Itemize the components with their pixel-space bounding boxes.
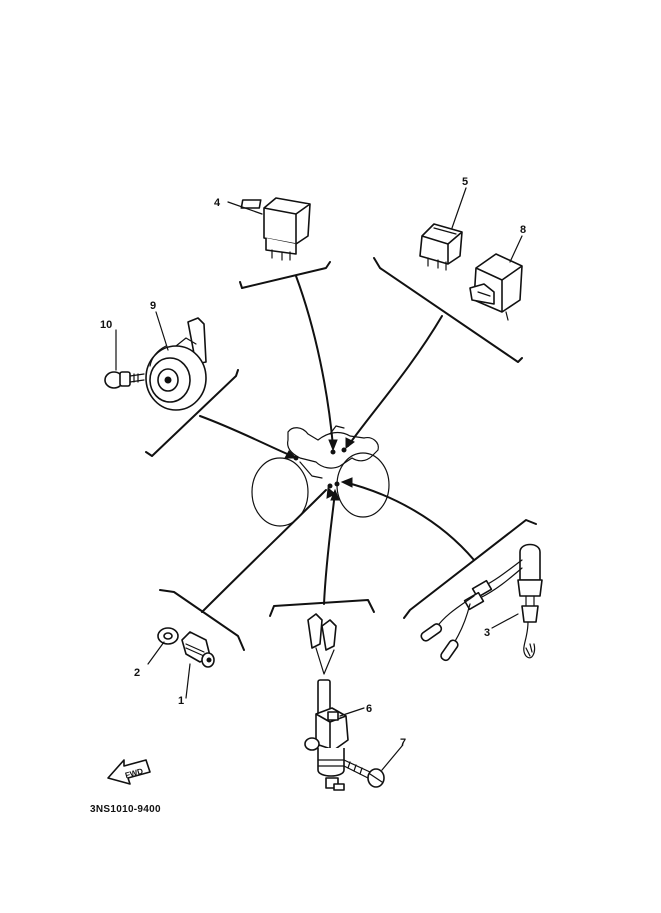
washer-part-2[interactable] — [157, 627, 179, 645]
diagram-code: 3NS1010-9400 — [90, 804, 161, 815]
callout-1: 1 — [178, 695, 184, 707]
switch-part-1[interactable] — [181, 631, 215, 668]
screw-part-7[interactable] — [343, 759, 385, 788]
callout-7: 7 — [400, 737, 406, 749]
relay-part-4[interactable] — [240, 197, 311, 261]
sensor-part-3[interactable] — [420, 543, 543, 662]
callout-4: 4 — [214, 197, 221, 209]
connection-points — [293, 447, 347, 489]
forward-arrow-icon: FWD — [107, 759, 151, 785]
callout-leaders — [115, 187, 523, 771]
callout-5: 5 — [462, 176, 468, 188]
relay-part-5[interactable] — [419, 223, 463, 271]
leader-lines — [199, 275, 475, 613]
horn-part-9[interactable] — [145, 317, 207, 411]
motorcycle-silhouette — [251, 425, 390, 527]
callout-9: 9 — [150, 300, 156, 312]
flasher-relay-part-8[interactable] — [469, 253, 523, 321]
leader-arrowheads — [284, 437, 355, 501]
callout-6: 6 — [366, 703, 372, 715]
callout-10: 10 — [100, 319, 112, 331]
bolt-part-10[interactable] — [104, 371, 145, 389]
callout-8: 8 — [520, 224, 526, 236]
callout-3: 3 — [484, 627, 490, 639]
switch-part-6[interactable] — [304, 613, 349, 791]
callout-2: 2 — [134, 667, 140, 679]
group-brackets — [145, 257, 537, 651]
callout-numbers: 1 2 3 4 5 6 7 8 9 10 — [100, 176, 526, 749]
